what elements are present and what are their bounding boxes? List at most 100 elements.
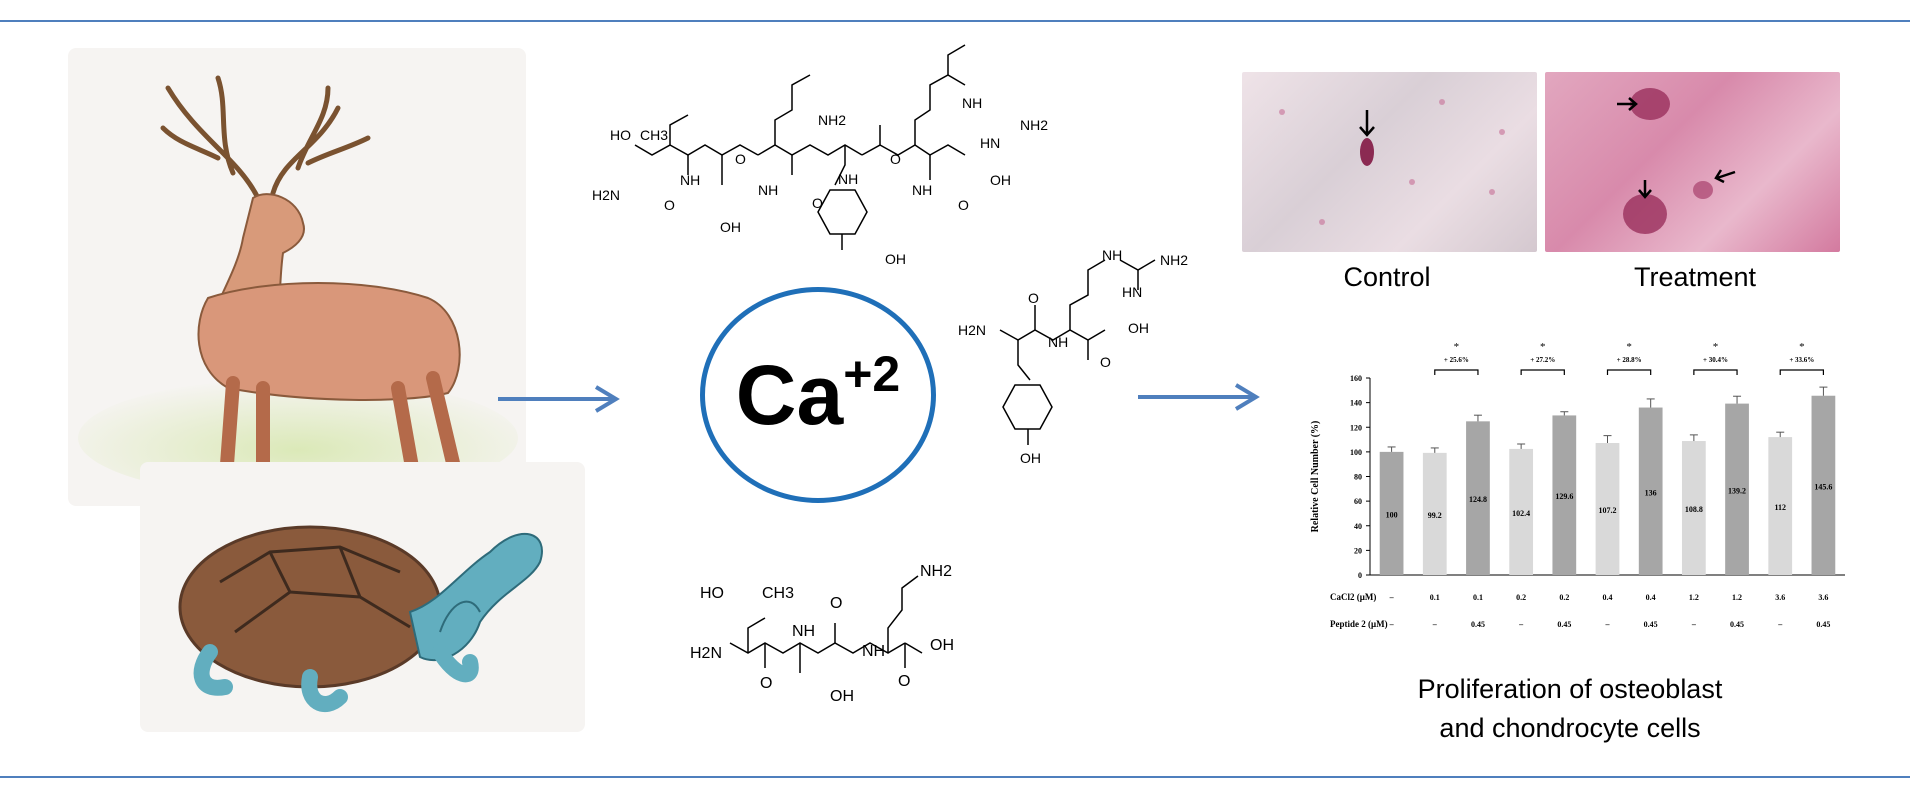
atom-label: NH — [680, 172, 700, 188]
bar-value-label: 100 — [1386, 510, 1398, 519]
atom-label: O — [812, 195, 823, 211]
bar-value-label: 124.8 — [1469, 495, 1487, 504]
significance-label: + 28.8% — [1617, 356, 1642, 364]
atom-label: O — [830, 595, 842, 612]
peptide-value: – — [1777, 620, 1783, 629]
atom-label: HN — [1122, 284, 1142, 300]
atom-label: OH — [830, 688, 854, 705]
y-tick-label: 160 — [1350, 374, 1362, 383]
significance-star: * — [1713, 341, 1719, 353]
atom-label: NH — [1102, 247, 1122, 263]
arrow-right-icon — [1138, 383, 1260, 411]
calcium-ion-circle: Ca+2 — [700, 287, 936, 503]
cacl2-value: 0.4 — [1646, 593, 1656, 602]
bar — [1681, 441, 1706, 575]
y-tick-label: 140 — [1350, 399, 1362, 408]
y-tick-label: 80 — [1354, 473, 1362, 482]
significance-label: + 25.6% — [1444, 356, 1469, 364]
atom-label: O — [664, 197, 675, 213]
row-label-cacl2: CaCl2 (μM) — [1330, 592, 1376, 602]
arrow-right-icon — [498, 385, 620, 413]
bar — [1595, 443, 1620, 575]
peptide-value: – — [1691, 620, 1697, 629]
y-tick-label: 0 — [1358, 571, 1362, 580]
significance-bracket — [1434, 369, 1479, 375]
atom-label: NH — [912, 182, 932, 198]
significance-label: + 33.6% — [1789, 356, 1814, 364]
significance-label: + 30.4% — [1703, 356, 1728, 364]
significance-bracket — [1693, 369, 1738, 375]
cacl2-value: 0.1 — [1473, 593, 1483, 602]
bar-value-label: 136 — [1645, 488, 1657, 497]
cacl2-value: 0.1 — [1430, 593, 1440, 602]
deer-illustration — [68, 48, 526, 506]
peptide-value: – — [1432, 620, 1438, 629]
bar-value-label: 112 — [1774, 503, 1786, 512]
bar — [1725, 403, 1749, 575]
atom-label: NH2 — [920, 563, 952, 580]
atom-label: CH3 — [640, 127, 668, 143]
y-axis-label: Relative Cell Number (%) — [1310, 421, 1321, 533]
atom-label: OH — [990, 172, 1011, 188]
treatment-label: Treatment — [1633, 262, 1757, 292]
calcium-symbol: Ca+2 — [735, 346, 900, 444]
peptide-structure-2: NH NH2 HN H2N O NH OH O OH — [958, 247, 1188, 466]
significance-star: * — [1540, 341, 1546, 353]
bar — [1379, 451, 1404, 575]
peptide-value: 0.45 — [1644, 620, 1658, 629]
atom-label: O — [890, 151, 901, 167]
atom-label: NH2 — [1160, 252, 1188, 268]
cacl2-value: 1.2 — [1689, 593, 1699, 602]
atom-label: CH3 — [762, 585, 794, 602]
bar-value-label: 145.6 — [1814, 482, 1832, 491]
result-caption-line2: and chondrocyte cells — [1439, 713, 1701, 743]
peptide-value: – — [1518, 620, 1524, 629]
atom-label: O — [1028, 290, 1039, 306]
bar-value-label: 108.8 — [1685, 505, 1703, 514]
control-micrograph — [1242, 72, 1537, 252]
atom-label: H2N — [690, 645, 722, 662]
atom-label: O — [760, 675, 772, 692]
bar — [1509, 448, 1534, 575]
atom-label: NH — [862, 643, 885, 660]
bar — [1422, 452, 1447, 575]
significance-star: * — [1454, 341, 1460, 353]
significance-bracket — [1606, 369, 1652, 375]
cacl2-value: 0.2 — [1559, 593, 1569, 602]
atom-label: O — [735, 151, 746, 167]
control-label: Control — [1343, 262, 1431, 292]
atom-label: NH — [1048, 334, 1068, 350]
atom-label: NH — [758, 182, 778, 198]
peptide-structure-1: HO CH3 H2N O NH O OH NH2 NH O OH NH O NH… — [592, 44, 1048, 267]
treatment-micrograph — [1545, 72, 1840, 252]
atom-label: O — [958, 197, 969, 213]
bar — [1638, 407, 1663, 575]
bar — [1811, 395, 1836, 575]
bar-value-label: 102.4 — [1512, 509, 1530, 518]
atom-label: HO — [700, 585, 724, 602]
cacl2-value: 1.2 — [1732, 593, 1742, 602]
atom-label: OH — [885, 251, 906, 267]
significance-star: * — [1626, 341, 1632, 353]
bar — [1552, 415, 1577, 575]
result-caption-line1: Proliferation of osteoblast — [1417, 674, 1723, 704]
atom-label: OH — [1128, 320, 1149, 336]
bar-value-label: 129.6 — [1555, 492, 1573, 501]
bar-value-label: 139.2 — [1728, 486, 1746, 495]
calcium-base: Ca — [735, 347, 844, 442]
cacl2-value: 0.4 — [1603, 593, 1613, 602]
atom-label: HO — [610, 127, 631, 143]
bottom-divider — [0, 776, 1910, 778]
bar — [1768, 437, 1793, 575]
top-divider — [0, 20, 1910, 22]
atom-label: O — [1100, 354, 1111, 370]
atom-label: NH2 — [818, 112, 846, 128]
significance-label: + 27.2% — [1530, 356, 1555, 364]
cacl2-value: – — [1389, 593, 1395, 602]
bar-value-label: 99.2 — [1428, 511, 1442, 520]
peptide-value: – — [1389, 620, 1395, 629]
bar — [1466, 421, 1490, 575]
peptide-value: 0.45 — [1471, 620, 1485, 629]
atom-label: OH — [720, 219, 741, 235]
atom-label: NH — [838, 171, 858, 187]
